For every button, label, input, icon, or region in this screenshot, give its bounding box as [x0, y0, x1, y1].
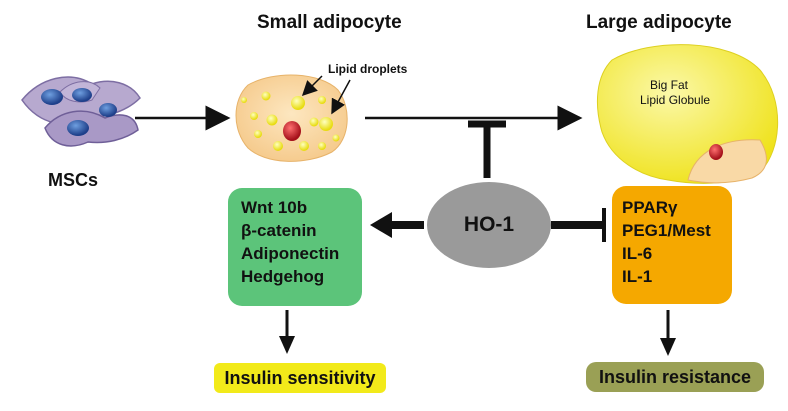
lipid-pointer-left	[301, 75, 323, 97]
arrow-orange-down-head	[660, 338, 676, 356]
orange-factor-item: IL-6	[622, 244, 653, 263]
lipid-droplets-label: Lipid droplets	[328, 62, 408, 76]
orange-factor-item: PPARγ	[622, 198, 678, 217]
mscs-label: MSCs	[48, 170, 99, 190]
small-adipocyte-cell	[235, 74, 348, 162]
mscs-cells	[21, 76, 141, 147]
large-adipocyte-cell	[596, 44, 779, 184]
green-factor-item: Adiponectin	[241, 244, 340, 263]
insulin-sensitivity-label: Insulin sensitivity	[214, 363, 386, 393]
ho1-label: HO-1	[463, 213, 515, 236]
big-fat-label-line1: Big Fat	[650, 78, 689, 92]
orange-factor-item: IL-1	[622, 267, 653, 286]
orange-factor-item: PEG1/Mest	[622, 221, 711, 240]
large-adipocyte-title: Large adipocyte	[586, 12, 732, 33]
arrow-ho1-to-green-head	[370, 212, 392, 238]
arrow-green-down-head	[279, 336, 295, 354]
green-factors-box: Wnt 10b β-catenin Adiponectin Hedgehog	[228, 188, 362, 306]
lipid-pointer-right	[331, 79, 351, 115]
green-factor-item: Wnt 10b	[241, 198, 308, 217]
insulin-resistance-label: Insulin resistance	[586, 362, 764, 392]
green-factor-item: Hedgehog	[241, 267, 325, 286]
small-adipocyte-title: Small adipocyte	[257, 12, 402, 33]
green-factors-list: Wnt 10b β-catenin Adiponectin Hedgehog	[241, 196, 339, 288]
green-factor-item: β-catenin	[241, 221, 317, 240]
ho1-ellipse	[427, 182, 551, 268]
orange-factors-list: PPARγ PEG1/Mest IL-6 IL-1	[622, 196, 711, 288]
big-fat-label-line2: Lipid Globule	[640, 93, 711, 107]
orange-factors-box: PPARγ PEG1/Mest IL-6 IL-1	[612, 186, 732, 304]
